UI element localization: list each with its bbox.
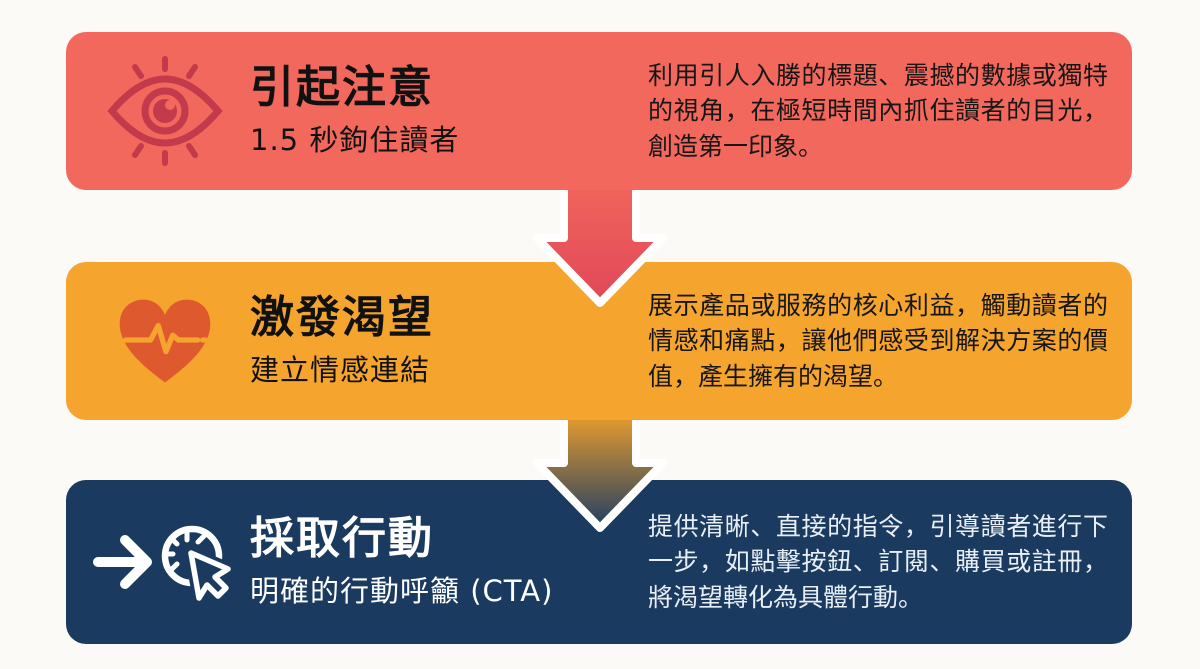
heartbeat-heart-icon — [119, 299, 211, 383]
arrow-click-icon — [93, 525, 235, 605]
step-icon-box — [66, 55, 250, 167]
step-icon-box — [66, 293, 250, 389]
step-subtitle: 1.5 秒鉤住讀者 — [250, 123, 460, 158]
click-burst — [162, 529, 207, 573]
step-description: 利用引人入勝的標題、震撼的數據或獨特的視角，在極短時間內抓住讀者的目光，創造第一… — [648, 60, 1108, 161]
eye-attention-icon — [107, 56, 223, 166]
cursor-pointer-icon — [188, 550, 231, 601]
step-subtitle: 明確的行動呼籲 (CTA) — [250, 574, 554, 609]
eye-pupil-highlight — [165, 100, 175, 110]
flow-arrow-attention-to-desire — [533, 180, 667, 307]
step-title: 採取行動 — [250, 512, 434, 564]
step-description: 提供清晰、直接的指令，引導讀者進行下一步，如點擊按鈕、訂閱、購買或註冊，將渴望轉… — [648, 511, 1108, 612]
step-subtitle: 建立情感連結 — [250, 353, 431, 388]
flow-arrow-desire-to-action — [533, 405, 667, 532]
step-title: 激發渴望 — [250, 291, 434, 343]
arrow-right-icon — [93, 535, 152, 589]
step-title-box: 引起注意 1.5 秒鉤住讀者 — [250, 63, 648, 159]
step-description: 展示產品或服務的核心利益，觸動讀者的情感和痛點，讓他們感受到解決方案的價值，產生… — [648, 290, 1108, 391]
step-title: 引起注意 — [250, 61, 434, 113]
heartbeat-line — [122, 322, 209, 355]
step-title-box: 採取行動 明確的行動呼籲 (CTA) — [250, 514, 648, 610]
step-icon-box — [66, 510, 250, 614]
step-title-box: 激發渴望 建立情感連結 — [250, 293, 648, 389]
step-band-action: 採取行動 明確的行動呼籲 (CTA) 提供清晰、直接的指令，引導讀者進行下一步，… — [66, 480, 1132, 644]
step-band-attention: 引起注意 1.5 秒鉤住讀者 利用引人入勝的標題、震撼的數據或獨特的視角，在極短… — [66, 32, 1132, 190]
